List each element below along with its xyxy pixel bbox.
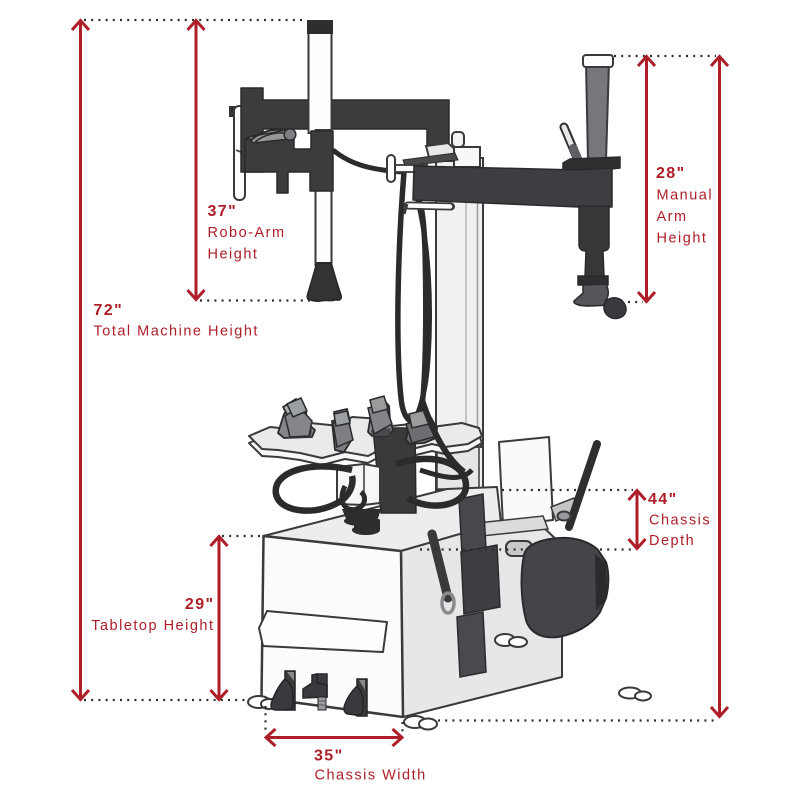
svg-text:28": 28" xyxy=(656,165,686,182)
svg-text:Tabletop Height: Tabletop Height xyxy=(91,618,214,634)
svg-text:Height: Height xyxy=(208,247,259,263)
svg-text:44": 44" xyxy=(648,491,678,508)
svg-text:Arm: Arm xyxy=(657,209,688,225)
svg-text:72": 72" xyxy=(94,302,124,319)
svg-text:Chassis Width: Chassis Width xyxy=(315,768,427,784)
svg-text:37": 37" xyxy=(208,203,238,220)
svg-text:Robo-Arm: Robo-Arm xyxy=(208,225,286,241)
svg-text:Chassis: Chassis xyxy=(649,513,711,529)
svg-text:29": 29" xyxy=(185,596,215,613)
svg-text:Depth: Depth xyxy=(649,533,695,549)
svg-text:Total Machine Height: Total Machine Height xyxy=(94,324,259,340)
svg-text:Height: Height xyxy=(657,231,708,247)
svg-text:Manual: Manual xyxy=(657,188,714,204)
svg-text:35": 35" xyxy=(314,748,344,765)
